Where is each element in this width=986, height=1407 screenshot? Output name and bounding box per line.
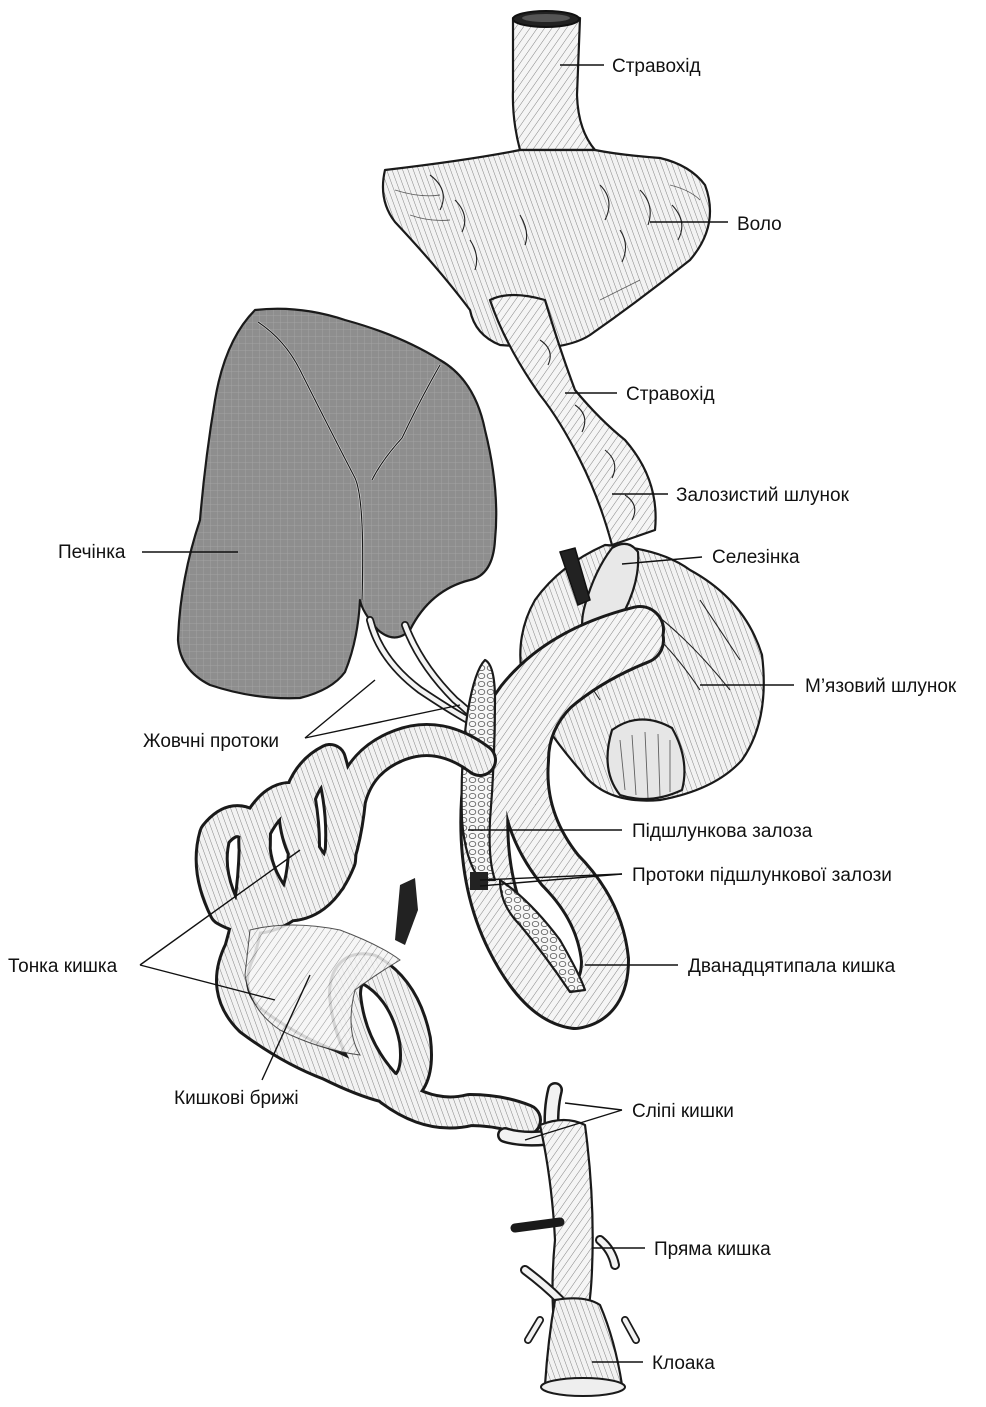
label-duodenum: Дванадцятипала кишка xyxy=(688,956,896,977)
label-bile-ducts: Жовчні протоки xyxy=(143,731,279,752)
esophagus-upper xyxy=(513,11,595,150)
label-esophagus-mid: Стравохід xyxy=(626,384,715,405)
label-crop: Воло xyxy=(737,214,782,235)
label-liver: Печінка xyxy=(58,542,126,563)
label-ceca: Сліпі кишки xyxy=(632,1101,734,1122)
label-esophagus-top: Стравохід xyxy=(612,56,701,77)
label-proventriculus: Залозистий шлунок xyxy=(676,485,850,506)
label-small-intestine: Тонка кишка xyxy=(8,956,118,977)
label-gizzard: М’язовий шлунок xyxy=(805,676,957,697)
label-rectum: Пряма кишка xyxy=(654,1239,771,1260)
cloaca xyxy=(528,1298,636,1396)
label-mesentery: Кишкові брижі xyxy=(174,1088,299,1109)
label-spleen: Селезінка xyxy=(712,547,800,568)
label-pancreatic-ducts: Протоки підшлункової залози xyxy=(632,865,892,886)
liver xyxy=(178,309,496,698)
label-cloaca: Клоака xyxy=(652,1353,715,1374)
label-pancreas: Підшлункова залоза xyxy=(632,821,813,842)
